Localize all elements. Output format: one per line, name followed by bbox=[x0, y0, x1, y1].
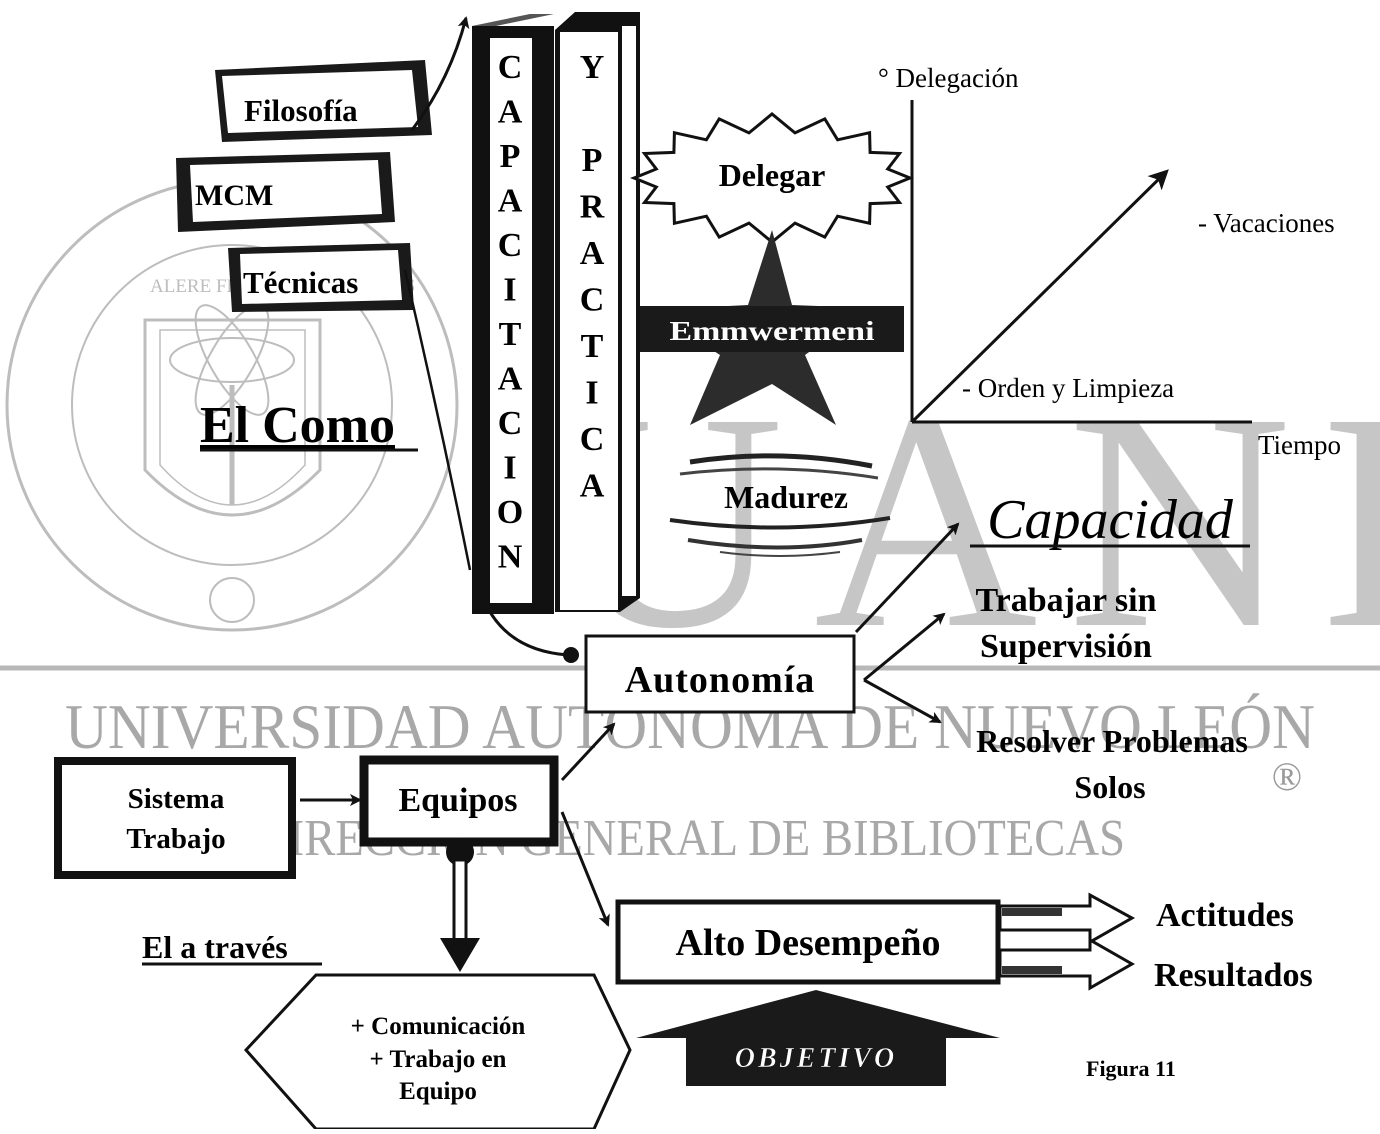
arrow-to-actitudes bbox=[998, 892, 1136, 945]
trabajar-line2: Supervisión bbox=[980, 628, 1152, 665]
equipos-down-shaft bbox=[452, 858, 468, 946]
capacitacion-letter: O bbox=[497, 494, 523, 531]
autonomia-label: Autonomía bbox=[625, 659, 816, 701]
practica-letter: A bbox=[580, 235, 605, 272]
resolver-line2: Solos bbox=[1074, 769, 1145, 805]
equipos-box: Equipos bbox=[359, 755, 559, 847]
arrow-equipos-to-alto bbox=[560, 811, 610, 927]
practica-letter: P bbox=[582, 142, 603, 179]
tabs-to-column-arrow bbox=[410, 16, 470, 131]
practica-letter: R bbox=[580, 189, 605, 226]
graph-x-label: Tiempo bbox=[1258, 430, 1341, 460]
resultados-label: Resultados bbox=[1154, 957, 1313, 994]
delegar-burst: Delegar bbox=[629, 112, 915, 244]
arrow-to-resolver bbox=[863, 678, 942, 724]
registered-mark: ® bbox=[1272, 754, 1302, 799]
capacitacion-letter: A bbox=[498, 183, 523, 220]
mcm-box: MCM bbox=[176, 152, 395, 232]
objetivo-label: OBJETIVO bbox=[735, 1043, 897, 1074]
capacitacion-letter: A bbox=[498, 361, 523, 398]
equipos-down-arrowhead bbox=[440, 938, 480, 972]
capacitacion-letter: C bbox=[498, 405, 523, 442]
practica-letter: C bbox=[580, 282, 605, 319]
alto-label: Alto Desempeño bbox=[676, 922, 941, 964]
capacitacion-letter: T bbox=[499, 316, 522, 353]
actitudes-label: Actitudes bbox=[1156, 897, 1294, 934]
figure-caption: Figura 11 bbox=[1086, 1056, 1176, 1081]
equipos-label: Equipos bbox=[398, 782, 517, 819]
double-arrows bbox=[998, 892, 1136, 991]
graph-annotation-high: - Vacaciones bbox=[1198, 208, 1335, 238]
mcm-label: MCM bbox=[195, 179, 273, 212]
trabajar-line1: Trabajar sin bbox=[975, 582, 1156, 619]
filosofia-box: Filosofía bbox=[215, 60, 432, 142]
hexagon-box: + Comunicación + Trabajo en Equipo bbox=[243, 973, 632, 1131]
delegation-graph: ° Delegación Tiempo - Orden y Limpieza -… bbox=[878, 63, 1341, 460]
practica-letter: C bbox=[580, 421, 605, 458]
madurez-label: Madurez bbox=[724, 479, 848, 515]
tecnicas-label: Técnicas bbox=[243, 265, 358, 300]
practica-letter: I bbox=[585, 375, 598, 412]
practica-letter: T bbox=[581, 328, 604, 365]
autonomia-connector-dot bbox=[563, 647, 579, 663]
arrow-to-trabajar bbox=[863, 612, 946, 682]
hexagon-line3: Equipo bbox=[399, 1078, 477, 1105]
capacidad-title: Capacidad bbox=[987, 489, 1234, 551]
el-a-traves-label: El a través bbox=[142, 929, 288, 965]
arrow-to-resultados bbox=[998, 937, 1136, 991]
arrow-to-capacidad bbox=[854, 522, 960, 634]
practica-letter: Y bbox=[580, 49, 605, 86]
sistema-line2: Trabajo bbox=[126, 823, 225, 855]
sistema-trabajo-box: Sistema Trabajo bbox=[54, 757, 296, 879]
el-como-title: El Como bbox=[200, 397, 395, 454]
capacitacion-letter: N bbox=[498, 539, 523, 576]
delegar-label: Delegar bbox=[719, 157, 826, 193]
hexagon-line1: + Comunicación bbox=[351, 1013, 526, 1040]
capacitacion-letter: C bbox=[498, 49, 523, 86]
autonomia-box: Autonomía bbox=[584, 634, 856, 714]
graph-y-label: ° Delegación bbox=[878, 63, 1019, 93]
graph-annotation-low: - Orden y Limpieza bbox=[962, 373, 1174, 403]
practica-letter: A bbox=[580, 468, 605, 505]
empowerment-star: Emmwermeni bbox=[640, 230, 904, 425]
capacitacion-letter: A bbox=[498, 94, 523, 131]
tabs-to-base-curve bbox=[403, 269, 472, 571]
tecnicas-box: Técnicas bbox=[228, 243, 414, 312]
empowerment-label: Emmwermeni bbox=[670, 316, 876, 346]
objetivo-arrow: OBJETIVO bbox=[636, 990, 1000, 1086]
sistema-line1: Sistema bbox=[128, 783, 225, 815]
resolver-line1: Resolver Problemas bbox=[976, 723, 1248, 759]
madurez-shape: Madurez bbox=[669, 453, 891, 557]
capacitacion-letter: P bbox=[500, 138, 521, 175]
hexagon-line2: + Trabajo en bbox=[370, 1046, 507, 1073]
alto-desempeno-box: Alto Desempeño bbox=[615, 899, 1001, 985]
capacitacion-letter: I bbox=[503, 272, 516, 309]
arrow-equipos-to-autonomia bbox=[560, 722, 616, 782]
capacitacion-letter: C bbox=[498, 227, 523, 264]
filosofia-label: Filosofía bbox=[244, 93, 358, 128]
capacitacion-letter: I bbox=[503, 450, 516, 487]
graph-trend-arrow bbox=[910, 169, 1169, 424]
